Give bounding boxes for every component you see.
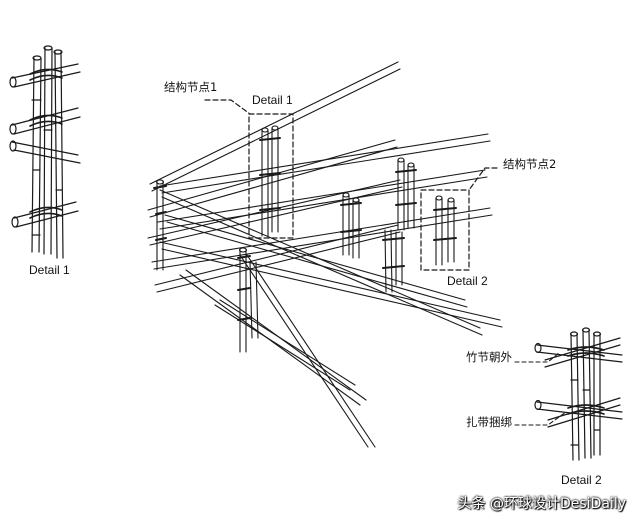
node1-en-label: Detail 1 xyxy=(252,93,293,107)
bamboo-out-label: 竹节朝外 xyxy=(466,350,512,364)
detail2-drawing xyxy=(534,327,623,461)
tie-label: 扎带捆绑 xyxy=(466,415,512,429)
tie-leader xyxy=(514,411,567,426)
node2-cn-label: 结构节点2 xyxy=(503,157,557,171)
detail1-small-label: Detail 1 xyxy=(29,263,70,277)
node1-cn-label: 结构节点1 xyxy=(164,80,218,94)
detail1-drawing xyxy=(9,45,81,259)
node2-en-label: Detail 2 xyxy=(447,274,488,288)
detail1-callout xyxy=(204,99,294,239)
watermark: 头条 @环球设计DesiDaily xyxy=(457,496,626,512)
main-scaffold xyxy=(147,61,503,448)
detail2-callout xyxy=(420,167,498,271)
bamboo-out-leader xyxy=(514,351,561,363)
detail2-small-label: Detail 2 xyxy=(561,473,602,487)
